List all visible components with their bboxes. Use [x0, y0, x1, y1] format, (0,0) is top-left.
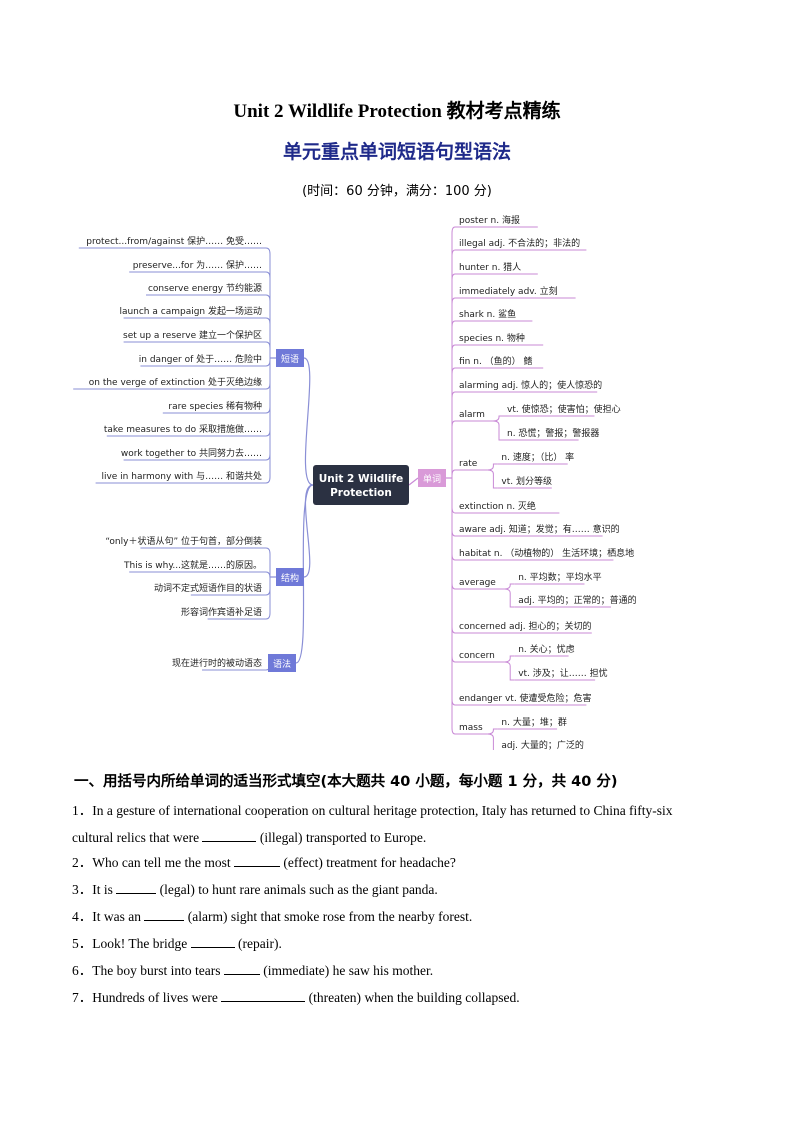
word-item: extinction n. 灭绝: [459, 500, 536, 512]
word-sub-item: n. 平均数；平均水平: [518, 571, 601, 583]
structure-item: “only＋状语从句” 位于句首，部分倒装: [105, 535, 262, 547]
phrase-item: live in harmony with 与…… 和谐共处: [101, 470, 262, 482]
grammar-tag-label: 语法: [273, 658, 291, 670]
answer-blank[interactable]: [190, 934, 235, 948]
answer-blank[interactable]: [202, 828, 257, 842]
page-subtitle: 单元重点单词短语句型语法: [282, 141, 511, 163]
phrase-item: on the verge of extinction 处于灭绝边缘: [89, 376, 262, 388]
time-score-info: (时间：60 分钟，满分：100 分): [302, 184, 492, 199]
question-1-line2: cultural relics that were (illegal) tran…: [72, 828, 427, 845]
word-item: mass: [459, 723, 483, 733]
answer-blank[interactable]: [223, 961, 260, 975]
center-node: [313, 465, 409, 505]
phrase-item: work together to 共同努力去……: [121, 447, 262, 459]
word-item: concern: [459, 651, 495, 661]
question-7: 7．Hundreds of lives were (threaten) when…: [72, 988, 520, 1005]
structures-tag: [276, 568, 304, 586]
question-4: 4．It was an (alarm) sight that smoke ros…: [72, 907, 473, 924]
word-item: aware adj. 知道；发觉；有…… 意识的: [459, 523, 620, 535]
question-6: 6．The boy burst into tears (immediate) h…: [72, 961, 434, 978]
center-node-label: Protection: [330, 487, 392, 499]
word-item: endanger vt. 使遭受危险；危害: [459, 692, 592, 704]
question-2: 2．Who can tell me the most (effect) trea…: [72, 853, 456, 870]
page-title: Unit 2 Wildlife Protection 教材考点精练: [233, 101, 561, 122]
phrase-item: in danger of 处于…… 危险中: [139, 353, 262, 365]
structure-item: 动词不定式短语作目的状语: [154, 582, 262, 594]
phrases-tag: [276, 349, 304, 367]
word-item: concerned adj. 担心的；关切的: [459, 620, 591, 632]
word-sub-item: n. 大量；堆；群: [501, 716, 566, 728]
phrase-item: conserve energy 节约能源: [148, 282, 262, 294]
word-sub-item: vt. 使惊恐；使害怕；使担心: [507, 403, 621, 415]
word-item: alarm: [459, 410, 485, 420]
word-sub-item: adj. 大量的；广泛的: [501, 739, 583, 750]
answer-blank[interactable]: [233, 853, 280, 867]
word-item: immediately adv. 立刻: [459, 285, 558, 297]
center-node-label: Unit 2 Wildlife: [319, 473, 403, 485]
word-item: fin n. （鱼的） 鳍: [459, 355, 533, 367]
phrase-item: set up a reserve 建立一个保护区: [123, 329, 262, 341]
phrase-item: take measures to do 采取措施做……: [104, 423, 262, 435]
word-sub-item: vt. 划分等级: [501, 475, 552, 487]
word-item: alarming adj. 惊人的；使人惊恐的: [459, 379, 602, 391]
word-item: hunter n. 猎人: [459, 261, 521, 273]
word-sub-item: n. 关心；忧虑: [518, 643, 574, 655]
word-item: shark n. 鲨鱼: [459, 308, 516, 320]
word-sub-item: adj. 平均的；正常的；普通的: [518, 594, 636, 606]
question-3: 3．It is (legal) to hunt rare animals suc…: [72, 880, 438, 897]
structure-item: This is why...这就是……的原因。: [123, 559, 262, 571]
word-item: habitat n. （动植物的） 生活环境；栖息地: [459, 547, 634, 559]
structure-item: 形容词作宾语补足语: [181, 606, 262, 618]
word-item: average: [459, 578, 496, 588]
phrase-item: protect...from/against 保护…… 免受……: [86, 235, 262, 247]
grammar-tag: [268, 654, 296, 672]
answer-blank[interactable]: [116, 880, 157, 894]
answer-blank[interactable]: [144, 907, 185, 921]
phrases-tag-label: 短语: [281, 353, 299, 365]
phrase-item: rare species 稀有物种: [168, 400, 262, 412]
word-item: illegal adj. 不合法的；非法的: [459, 237, 580, 249]
phrase-item: launch a campaign 发起一场运动: [119, 305, 262, 317]
words-tag: [418, 469, 446, 487]
phrase-item: preserve...for 为…… 保护……: [133, 259, 262, 271]
words-tag-label: 单词: [423, 473, 441, 485]
word-item: rate: [459, 459, 478, 469]
word-item: poster n. 海报: [459, 214, 520, 226]
word-sub-item: vt. 涉及；让…… 担忧: [518, 667, 607, 679]
word-sub-item: n. 恐慌；警报；警报器: [507, 427, 599, 439]
word-sub-item: n. 速度；（比） 率: [501, 451, 574, 463]
answer-blank[interactable]: [221, 988, 306, 1002]
exercise-heading: 一、用括号内所给单词的适当形式填空(本大题共 40 小题，每小题 1 分，共 4…: [74, 774, 618, 790]
question-1: 1．In a gesture of international cooperat…: [72, 803, 673, 818]
grammar-item: 现在进行时的被动语态: [172, 657, 262, 669]
word-item: species n. 物种: [459, 332, 525, 344]
question-5: 5．Look! The bridge (repair).: [72, 934, 282, 951]
structures-tag-label: 结构: [281, 572, 299, 584]
